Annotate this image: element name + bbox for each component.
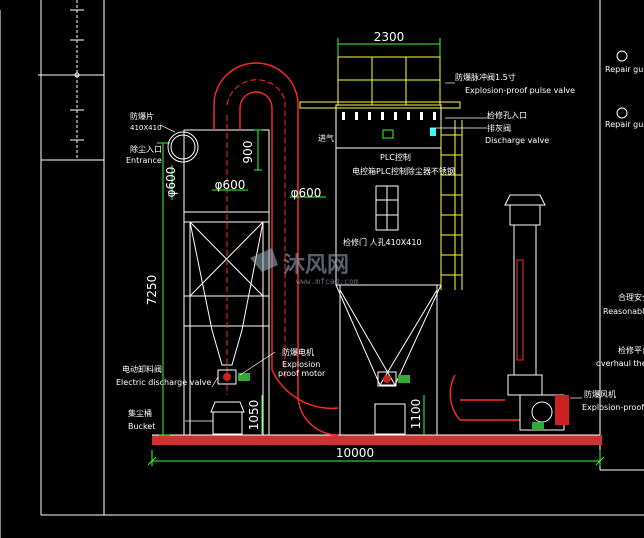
bucket-label-cn: 集尘桶 [128, 408, 152, 418]
entrance-label-cn: 除尘入口 [130, 144, 162, 154]
right-edge-markers [616, 50, 628, 119]
total-height-value: 7250 [145, 275, 159, 306]
repair-guard-label-1: Repair gu [605, 65, 643, 74]
watermark: 沐风网 www.mfcad.com [250, 248, 359, 286]
inspection-door-label: 检修门 人孔410X410 [343, 237, 422, 247]
pulse-valve-label-en: Explosion-proof pulse valve [465, 86, 575, 95]
overhaul-label-cn: 检修平台 [618, 345, 644, 355]
inspection-window [375, 185, 399, 231]
plc-label: 电控箱PLC控制除尘器不锈钢 [352, 166, 455, 176]
entrance-label-en: Entrance [126, 156, 162, 165]
collection-bucket [210, 401, 245, 435]
pulse-valve-label-cn: 防爆脉冲阀1.5寸 [455, 72, 516, 82]
electric-discharge-label-en: Electric discharge valve [116, 378, 211, 387]
plc-label-cn: PLC控制 [380, 152, 411, 162]
explosion-disc-label: 防爆片 [130, 111, 154, 121]
plc-box [382, 129, 394, 139]
watermark-url: www.mfcad.com [296, 277, 359, 286]
overhaul-label-en: overhaul the [596, 359, 644, 368]
watermark-brand: 沐风网 [283, 253, 349, 278]
explosion-motor-label-en1: Explosion [282, 360, 320, 369]
explosion-motor-label-en2: proof motor [278, 369, 326, 378]
duct-dia-right: φ600 [291, 186, 322, 200]
cyclone-inlet-inner [170, 134, 196, 160]
exhaust-stack [504, 194, 546, 396]
cyclone-inlet-circle [167, 131, 199, 163]
overall-dimension [147, 450, 605, 466]
fan-label-cn: 防爆风机 [584, 389, 616, 399]
reasonable-label-en: Reasonable [603, 307, 644, 316]
ducting [213, 62, 520, 436]
explosion-disc-spec: 410X410 [130, 124, 162, 132]
reasonable-label-cn: 合理安全 [618, 292, 644, 302]
repair-guard-label-2: Repair gu [605, 120, 643, 129]
ducting-centerlines [226, 79, 286, 380]
hopper-bottom-value: 1100 [409, 399, 423, 430]
access-ladder [440, 120, 463, 290]
filter-bucket [374, 403, 406, 435]
duct-dia-bottom: φ600 [215, 178, 246, 192]
discharge-valve-label-cn: 排灰阀 [487, 123, 511, 133]
pulse-valve-row [342, 112, 436, 120]
cyclone-bottom-value: 1050 [247, 400, 261, 431]
explosion-motor-label-cn: 防爆电机 [282, 347, 314, 357]
fan-unit [519, 394, 569, 431]
fan-label-en: Explosion-proof f [582, 403, 644, 412]
cyclone-height-value: 900 [241, 141, 255, 164]
discharge-valve-marker [430, 128, 436, 136]
dim-2300-lines [337, 38, 441, 57]
cyclone-body [183, 115, 270, 395]
callout-leaders [159, 82, 582, 422]
bucket-label-en: Bucket [128, 422, 155, 431]
repair-entrance-label: 检修孔入口 [487, 110, 527, 120]
left-scale-column [38, 0, 104, 160]
ground-slab [152, 435, 602, 445]
inlet-label: 进气 [318, 133, 334, 143]
filter-discharge-valve [377, 371, 410, 387]
overall-width-value: 10000 [336, 446, 374, 460]
discharge-valve-label-en: Discharge valve [485, 136, 549, 145]
dim-900-lines [254, 129, 262, 171]
height-dimension [157, 142, 170, 436]
top-platform [299, 56, 461, 109]
watermark-logo-icon [250, 248, 278, 272]
electric-discharge-label-cn: 电动卸料阀 [122, 364, 162, 374]
top-width-value: 2300 [374, 30, 405, 44]
duct-dia-left: φ600 [164, 167, 178, 198]
